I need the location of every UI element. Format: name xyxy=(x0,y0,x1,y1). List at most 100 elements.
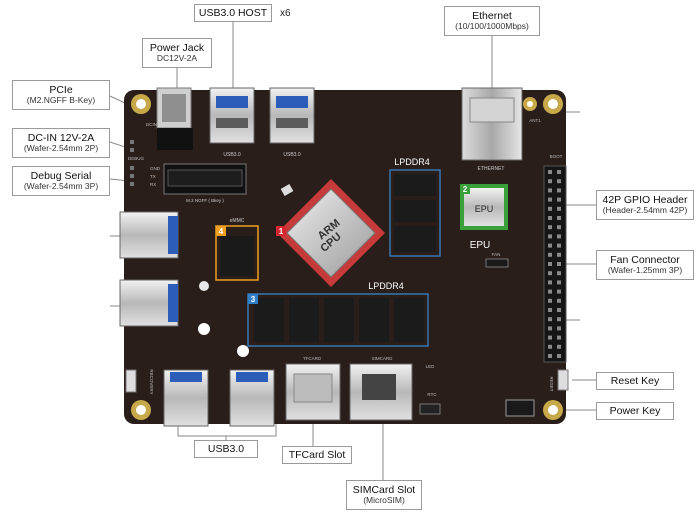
simcard-title: SIMCard Slot xyxy=(352,484,416,496)
fan-sub: (Wafer-1.25mm 3P) xyxy=(607,265,683,276)
gpio-pin xyxy=(548,344,552,349)
reset-callout: Reset Key xyxy=(596,372,674,390)
pcie-sub: (M2.NGFF B-Key) xyxy=(26,95,96,106)
gpio-pin xyxy=(557,335,561,340)
led-silk: LED xyxy=(426,364,436,369)
gpio-pin xyxy=(548,179,552,184)
gpio-pin xyxy=(548,317,552,322)
gpio-pin xyxy=(548,280,552,285)
gpio-pin xyxy=(557,298,561,303)
debug-sub: (Wafer-2.54mm 3P) xyxy=(23,181,99,192)
dcin-callout: DC-IN 12V-2A (Wafer-2.54mm 2P) xyxy=(12,128,110,158)
pcie-callout: PCIe (M2.NGFF B-Key) xyxy=(12,80,110,110)
gpio-pin xyxy=(548,252,552,257)
debug-silk: DEBUG xyxy=(128,156,145,161)
usb-silk-b: USB3.0 xyxy=(283,152,300,158)
emmc-chip: 4 eMMC xyxy=(215,218,259,281)
gpio-pin xyxy=(548,225,552,230)
ant-silk: ANT1 xyxy=(529,118,541,123)
pcie-title: PCIe xyxy=(49,84,73,96)
badge-2: 2 xyxy=(463,185,468,194)
gpio-pin xyxy=(548,271,552,276)
gpio-pin xyxy=(548,326,552,331)
usb30-callout: USB3.0 xyxy=(194,440,258,458)
usb-host-top-left xyxy=(209,87,255,144)
rx-silk: RX xyxy=(150,182,156,187)
gpio-pin xyxy=(548,216,552,220)
gpio-pin xyxy=(557,170,561,174)
power-key-callout: Power Key xyxy=(596,402,674,420)
boot-silk: BOOT xyxy=(550,154,563,159)
gpio-pin xyxy=(557,225,561,230)
gpio-pin xyxy=(557,262,561,266)
ethernet-silk: ETHERNET xyxy=(478,166,505,172)
gpio-pin xyxy=(557,326,561,331)
fan-silk: FAN xyxy=(492,252,501,257)
gpio-pin xyxy=(548,335,552,340)
gpio-pin xyxy=(557,188,561,193)
tfcard-silk: TFCARD xyxy=(303,356,322,361)
usb-host-count: x6 xyxy=(280,8,291,19)
gpio-pin xyxy=(557,179,561,184)
gpio-sub: (Header-2.54mm 42P) xyxy=(602,205,688,216)
usb-bottom-left xyxy=(163,369,209,427)
emmc-silk: eMMC xyxy=(230,218,245,224)
dcin-sub: (Wafer-2.54mm 2P) xyxy=(23,143,99,154)
simcard-callout: SIMCard Slot (MicroSIM) xyxy=(346,480,422,510)
gpio-pin xyxy=(548,170,552,174)
reset-silk: RESET xyxy=(549,376,554,391)
lpddr4-top-label: LPDDR4 xyxy=(394,157,430,167)
power-jack-sub: DC12V-2A xyxy=(156,53,198,64)
rtc-silk: RTC xyxy=(427,392,437,397)
ethernet-callout: Ethernet (10/100/1000Mbps) xyxy=(444,6,540,36)
mounting-holes xyxy=(131,94,563,420)
gpio-header xyxy=(543,165,567,363)
gpio-pin xyxy=(557,271,561,276)
reset-label: Reset Key xyxy=(610,375,660,387)
gpio-pin xyxy=(557,206,561,211)
gpio-pin xyxy=(548,188,552,193)
lpddr4-top: LPDDR4 xyxy=(389,157,441,257)
reset-key xyxy=(557,369,569,391)
ethernet-jack xyxy=(461,87,523,161)
usb-host-callout: USB3.0 HOST xyxy=(194,4,272,22)
fan-title: Fan Connector xyxy=(610,254,680,266)
gpio-pin xyxy=(557,234,561,239)
gpio-pin xyxy=(557,354,561,358)
simcard-silk: SIMCARD xyxy=(372,356,394,361)
lpddr4-bottom: LPDDR4 3 xyxy=(247,281,429,347)
tfcard-label: TFCard Slot xyxy=(288,449,346,461)
gpio-pin xyxy=(548,262,552,266)
usb-bottom-right xyxy=(229,369,275,427)
arm-cpu: ARM CPU 1 xyxy=(276,179,385,287)
gpio-title: 42P GPIO Header xyxy=(602,194,688,206)
gpio-pin xyxy=(548,243,552,248)
epu-label: EPU xyxy=(470,240,491,251)
recovery-silk: RECOVERY xyxy=(149,369,154,394)
badge-1: 1 xyxy=(279,227,284,236)
fan-connector: FAN xyxy=(485,252,509,268)
usb-left-upper xyxy=(119,211,179,259)
m2-silk: M.2 NGFF ( Bkey ) xyxy=(186,198,224,203)
m2-slot: M.2 NGFF ( Bkey ) xyxy=(163,163,247,203)
gpio-pin xyxy=(548,308,552,312)
epu-chip: EPU 2 xyxy=(460,184,508,230)
gpio-pin xyxy=(557,317,561,322)
fan-callout: Fan Connector (Wafer-1.25mm 3P) xyxy=(596,250,694,280)
power-key-label: Power Key xyxy=(609,405,661,417)
gpio-callout: 42P GPIO Header (Header-2.54mm 42P) xyxy=(596,190,694,220)
left-header-pins xyxy=(130,140,134,186)
gpio-pin xyxy=(548,289,552,294)
debug-title: Debug Serial xyxy=(30,170,92,182)
tfcard-slot: TFCARD xyxy=(285,356,341,421)
gpio-pin xyxy=(557,344,561,349)
badge-3: 3 xyxy=(251,295,256,304)
usb-host-label: USB3.0 HOST xyxy=(198,7,268,19)
gpio-pin xyxy=(548,206,552,211)
dcin-silk: DCIN xyxy=(146,122,157,127)
dcin-title: DC-IN 12V-2A xyxy=(27,132,95,144)
usb30-label: USB3.0 xyxy=(207,443,245,455)
power-jack xyxy=(156,87,193,150)
lpddr4-bottom-label: LPDDR4 xyxy=(368,281,404,291)
